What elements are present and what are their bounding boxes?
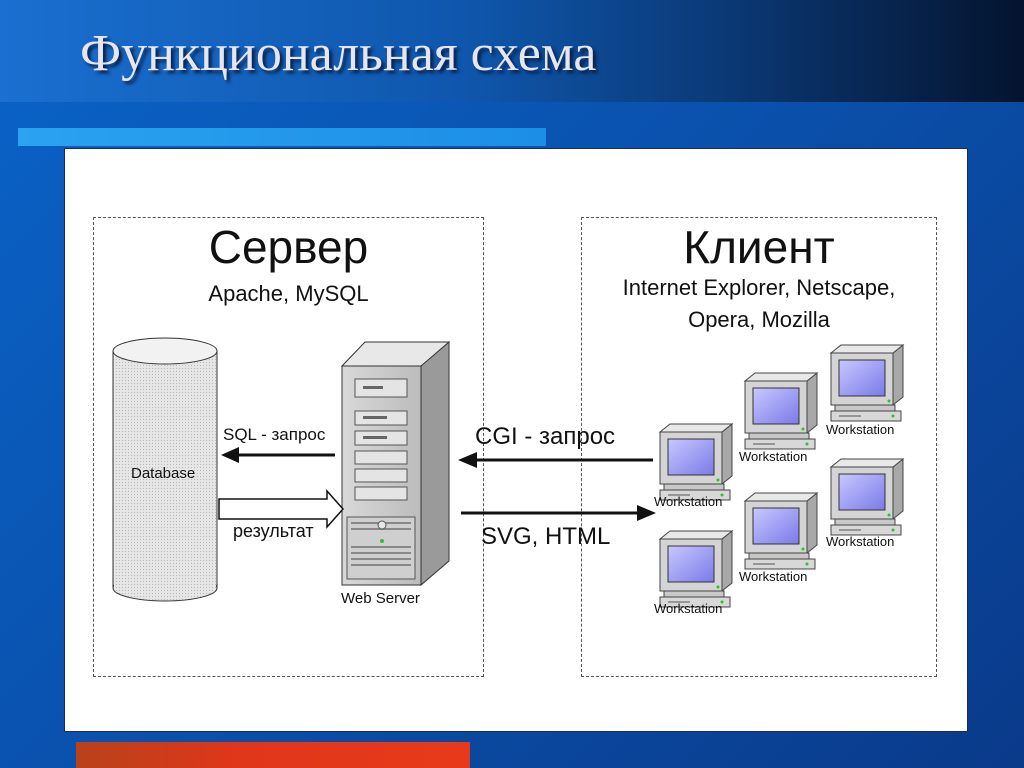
result-label: результат [233,521,314,541]
web-server-label: Web Server [341,590,420,607]
database-label: Database [131,465,196,482]
response-arrow [461,505,656,521]
workstation-icon-1 [659,423,733,501]
accent-bar-top [18,128,546,146]
cgi-request-arrow [458,452,653,468]
workstation-label-2: Workstation [739,449,808,464]
client-zone: Клиент Internet Explorer, Netscape, Oper… [581,217,937,677]
client-subtitle-line2: Opera, Mozilla [688,307,830,332]
cgi-request-label: CGI - запрос [475,423,616,450]
sql-request-arrow [221,447,335,463]
workstation-label-6: Workstation [654,601,723,616]
result-arrow [218,489,345,529]
client-subtitle-line1: Internet Explorer, Netscape, [622,275,896,300]
workstation-label-1: Workstation [654,494,723,509]
sql-request-label: SQL - запрос [223,425,326,444]
database-icon [112,337,218,602]
diagram-panel: Сервер Apache, MySQL Клиент Internet Exp… [64,148,968,732]
workstation-icon-5 [744,492,818,570]
slide-title: Функциональная схема [80,25,597,82]
web-server-icon [340,340,451,587]
workstation-icon-4 [830,458,904,536]
diagram-graphics [112,337,904,608]
workstation-label-3: Workstation [826,422,895,437]
workstation-label-4: Workstation [826,534,895,549]
server-zone: Сервер Apache, MySQL [93,217,484,677]
response-label: SVG, HTML [481,523,611,550]
workstation-icon-6 [659,530,733,608]
server-title: Сервер [208,221,369,273]
workstation-label-5: Workstation [739,569,808,584]
workstation-icon-2 [744,372,818,450]
client-title: Клиент [683,221,835,273]
title-bar [0,0,1024,102]
accent-bar-bottom [76,742,470,768]
workstation-icon-3 [830,344,904,422]
server-subtitle: Apache, MySQL [208,281,369,306]
